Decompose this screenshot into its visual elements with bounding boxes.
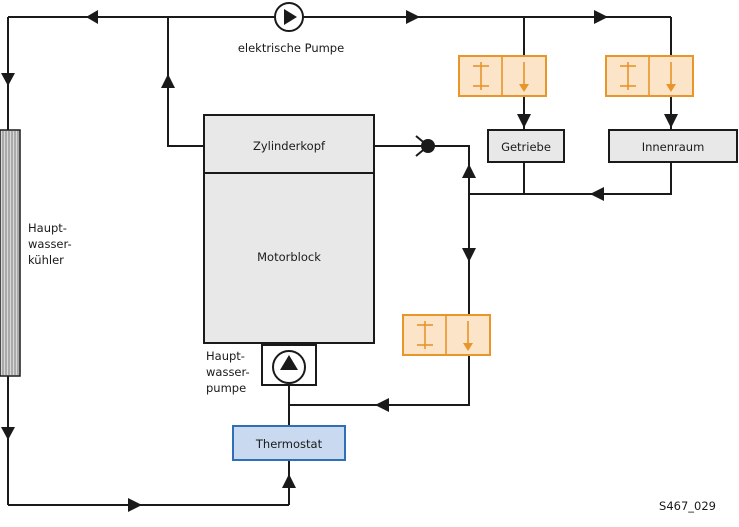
valve-gearbox (458, 55, 547, 97)
radiator-label: Haupt- wasser- kühler (28, 221, 75, 267)
pipe-return (469, 162, 525, 195)
main-water-pump (261, 344, 317, 386)
arrow-left-down-1 (1, 73, 15, 86)
thermostat-box (232, 425, 346, 461)
engine (203, 114, 375, 344)
arrow-return-left (590, 187, 604, 201)
arrow-return-bottom (375, 398, 389, 412)
figure-id: S467_029 (659, 499, 716, 513)
cylinder-head-label: Zylinderkopf (253, 139, 326, 153)
flow-arrows (1, 10, 678, 512)
main-radiator (0, 129, 21, 377)
electric-pump-label: elektrische Pumpe (238, 41, 344, 55)
check-valve (415, 135, 435, 157)
arrow-bottom-right (128, 498, 142, 512)
electric-pump (274, 2, 304, 32)
valve-engine-return (402, 314, 491, 356)
arrow-top-mid (406, 10, 420, 24)
arrow-up-thermostat (282, 474, 296, 488)
arrow-up-right-pipe (462, 164, 476, 178)
arrow-up-head (161, 74, 175, 88)
electric-pump-icon (284, 9, 297, 25)
pipe-head-to-top (167, 17, 204, 147)
engine-block-label: Motorblock (257, 250, 321, 264)
gearbox-label: Getriebe (501, 140, 551, 154)
arrow-top-left (86, 10, 98, 24)
main-pump-label: Haupt- wasser- pumpe (206, 349, 253, 395)
engine-block (203, 172, 375, 344)
pipe-return-interior (524, 162, 672, 195)
interior-box (608, 129, 738, 163)
gearbox-box (487, 129, 565, 163)
arrow-top-right (594, 10, 608, 24)
main-water-pump-icon (280, 355, 298, 370)
arrow-down-interior (664, 114, 678, 128)
cylinder-head (203, 114, 375, 174)
arrow-down-gearbox (517, 114, 531, 128)
arrow-down-right-pipe (462, 248, 476, 262)
interior-label: Innenraum (642, 140, 705, 154)
arrow-left-down-2 (1, 427, 15, 440)
radiator-fins (2, 131, 19, 375)
valve-interior (605, 55, 694, 97)
thermostat-label: Thermostat (255, 437, 323, 451)
